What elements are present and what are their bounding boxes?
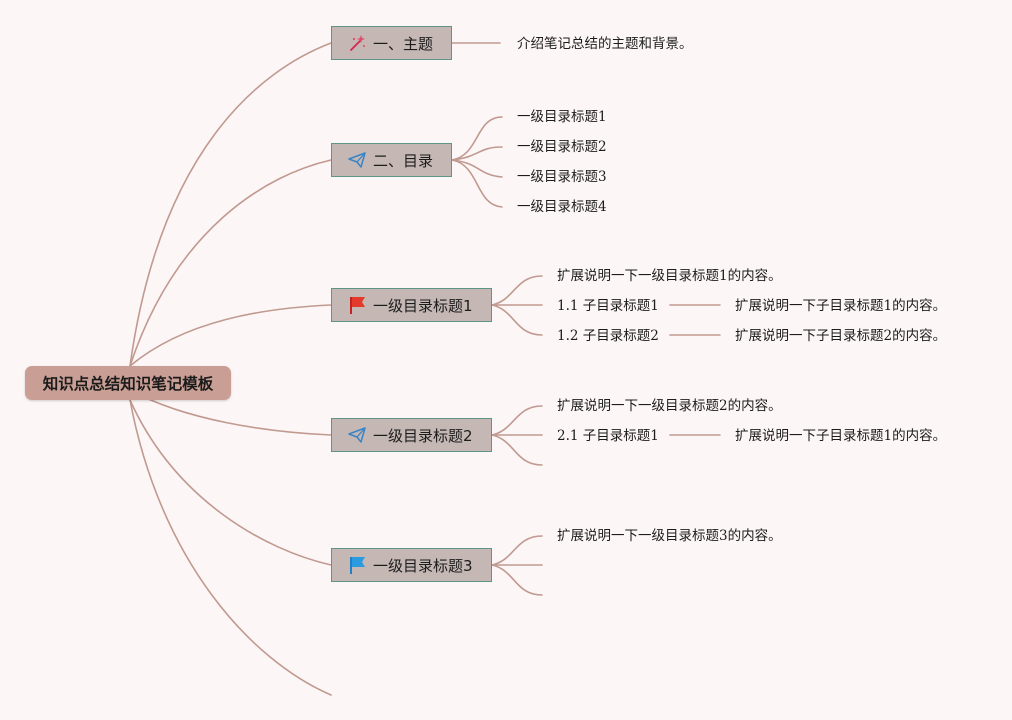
- section1-sub2[interactable]: 1.2 子目录标题2: [557, 328, 659, 344]
- connector-root-topic5: [129, 399, 332, 566]
- magic-wand-icon: [347, 33, 367, 53]
- connector-root-topic3: [129, 304, 332, 367]
- topic-section-2[interactable]: 一级目录标题2: [331, 418, 492, 452]
- connector-topic3-desc: [491, 275, 543, 306]
- section2-sub1[interactable]: 2.1 子目录标题1: [557, 428, 659, 444]
- contents-item-3[interactable]: 一级目录标题3: [517, 169, 607, 185]
- section1-sub2-description[interactable]: 扩展说明一下子目录标题2的内容。: [735, 328, 947, 344]
- connector-root-topic2: [129, 159, 332, 367]
- root-topic-label: 知识点总结知识笔记模板: [42, 375, 214, 393]
- contents-item-2[interactable]: 一级目录标题2: [517, 139, 607, 155]
- topic-label: 一级目录标题2: [373, 426, 473, 445]
- topic-label: 一、主题: [373, 34, 434, 53]
- paper-plane-icon: [347, 150, 367, 170]
- connector-topic2-item4: [451, 159, 503, 208]
- topic-label: 二、目录: [373, 151, 434, 170]
- section1-sub1-description[interactable]: 扩展说明一下子目录标题1的内容。: [735, 298, 947, 314]
- topic-label: 一级目录标题3: [373, 556, 473, 575]
- topic1-description[interactable]: 介绍笔记总结的主题和背景。: [517, 36, 693, 52]
- contents-item-4[interactable]: 一级目录标题4: [517, 199, 607, 215]
- connector-topic2-item2: [451, 146, 503, 161]
- connector-root-topic4: [129, 389, 332, 436]
- connector-topic4-desc: [491, 405, 543, 436]
- topic-label: 一级目录标题1: [373, 296, 473, 315]
- connector-topic4-empty: [491, 434, 543, 466]
- section2-sub1-description[interactable]: 扩展说明一下子目录标题1的内容。: [735, 428, 947, 444]
- connector-topic2-item1: [451, 116, 503, 161]
- connector-root-topic1: [129, 42, 332, 367]
- connector-topic3-sub2: [491, 304, 543, 336]
- section2-description[interactable]: 扩展说明一下一级目录标题2的内容。: [557, 398, 782, 414]
- section3-description[interactable]: 扩展说明一下一级目录标题3的内容。: [557, 528, 782, 544]
- topic-contents[interactable]: 二、目录: [331, 143, 452, 177]
- red-flag-icon: [347, 295, 367, 315]
- section1-description[interactable]: 扩展说明一下一级目录标题1的内容。: [557, 268, 782, 284]
- blue-flag-icon: [347, 555, 367, 575]
- topic-section-1[interactable]: 一级目录标题1: [331, 288, 492, 322]
- root-topic[interactable]: 知识点总结知识笔记模板: [25, 366, 231, 400]
- contents-item-1[interactable]: 一级目录标题1: [517, 109, 607, 125]
- topic-section-3[interactable]: 一级目录标题3: [331, 548, 492, 582]
- paper-plane-icon: [347, 425, 367, 445]
- connector-topic5-desc: [491, 535, 543, 566]
- connector-topic5-empty2: [491, 564, 543, 596]
- connector-root-extra: [129, 399, 332, 696]
- topic-theme[interactable]: 一、主题: [331, 26, 452, 60]
- connector-topic2-item3: [451, 159, 503, 178]
- section1-sub1[interactable]: 1.1 子目录标题1: [557, 298, 659, 314]
